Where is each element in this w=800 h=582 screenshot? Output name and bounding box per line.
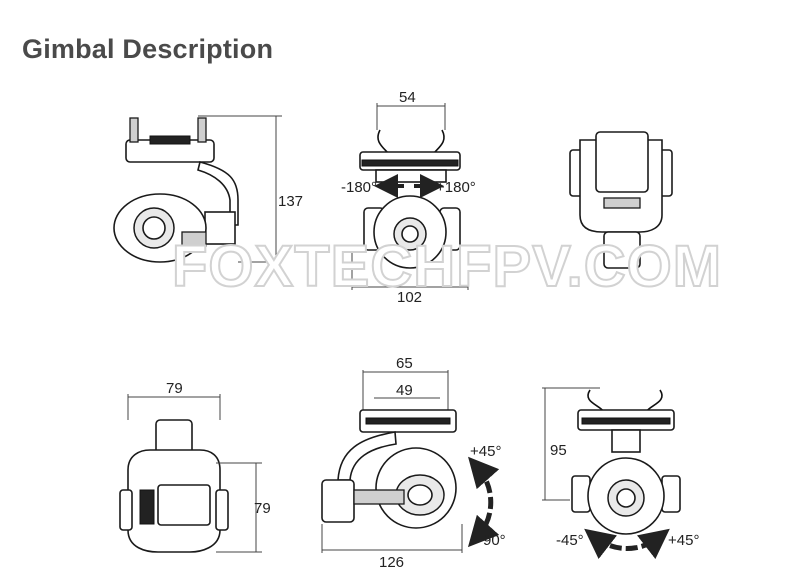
gimbal-pitch-view [321,370,500,553]
page-title: Gimbal Description [22,34,274,64]
watermark: FOXTECHFPV.COM [172,234,722,299]
dim-54: 54 [399,89,416,106]
gimbal-front-view [351,103,469,290]
dim-102: 102 [397,289,422,306]
dim-137: 137 [278,193,303,210]
gimbal-roll-view [542,387,681,560]
dim-79-height: 79 [254,500,271,517]
dim-95: 95 [550,442,567,459]
roll-right-label: +45° [668,532,699,549]
dim-79-width: 79 [166,380,183,397]
gimbal-side-view [113,115,282,263]
dim-126: 126 [379,554,404,571]
yaw-right-label: +180° [436,179,476,196]
dim-65: 65 [396,355,413,372]
yaw-left-label: -180° [341,179,377,196]
gimbal-rear-view [569,131,673,269]
gimbal-bottom-view [119,394,262,553]
dim-49: 49 [396,382,413,399]
pitch-up-label: +45° [470,443,501,460]
roll-left-label: -45° [556,532,584,549]
pitch-down-label: -90° [478,532,506,549]
